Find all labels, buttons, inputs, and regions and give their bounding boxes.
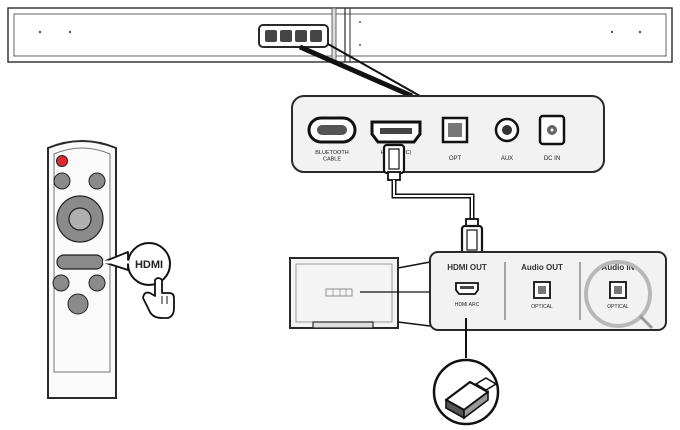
tv — [289, 257, 399, 329]
tv-callout-lines — [360, 261, 431, 327]
hdmi-arc-port — [370, 120, 422, 144]
tv-optical-in-port — [609, 281, 627, 299]
hdmi-plug-icon — [444, 377, 498, 420]
audio-in-highlight-circle — [584, 260, 654, 330]
power-button[interactable] — [56, 155, 68, 167]
aux-label: AUX — [501, 156, 513, 162]
finger-press-icon — [142, 277, 175, 319]
hdmi-connector-zoom — [432, 318, 500, 426]
hdmi-button-callout: HDMI — [102, 242, 171, 286]
tv-audio-out-sublabel: OPTICAL — [531, 304, 553, 310]
remote-control — [47, 140, 117, 399]
dc-in-label: DC IN — [544, 156, 560, 162]
bluetooth-cable-port — [307, 116, 357, 144]
ok-button[interactable] — [68, 207, 92, 231]
tv-audio-in-header: Audio IN — [602, 263, 635, 272]
remote-button-top-right[interactable] — [88, 172, 106, 190]
optical-port — [441, 116, 469, 144]
hdmi-button[interactable] — [56, 254, 104, 270]
tv-audio-out-header: Audio OUT — [521, 263, 563, 272]
tv-hdmi-out-header: HDMI OUT — [447, 263, 487, 272]
opt-label: OPT — [449, 156, 462, 162]
tv-hdmi-arc-sublabel: HDMI ARC — [455, 302, 480, 308]
tv-rear-panel: HDMI OUT Audio OUT Audio IN HDMI ARC OPT… — [429, 251, 667, 331]
soundbar — [7, 7, 673, 63]
hdmi-callout-text: HDMI — [135, 259, 163, 271]
hdmi-cable — [382, 143, 484, 256]
tv-optical-out-port — [533, 281, 551, 299]
aux-port — [494, 117, 520, 143]
dc-in-port — [538, 114, 566, 146]
remote-button-top-left[interactable] — [53, 172, 71, 190]
remote-button-mid-right[interactable] — [88, 274, 106, 292]
tv-hdmi-port — [455, 282, 479, 295]
tv-audio-in-sublabel: OPTICAL — [607, 304, 629, 310]
soundbar-port-cluster — [258, 24, 329, 48]
remote-button-bottom[interactable] — [67, 293, 89, 315]
remote-button-mid-left[interactable] — [52, 274, 70, 292]
zoom-callout-lines — [298, 43, 421, 99]
